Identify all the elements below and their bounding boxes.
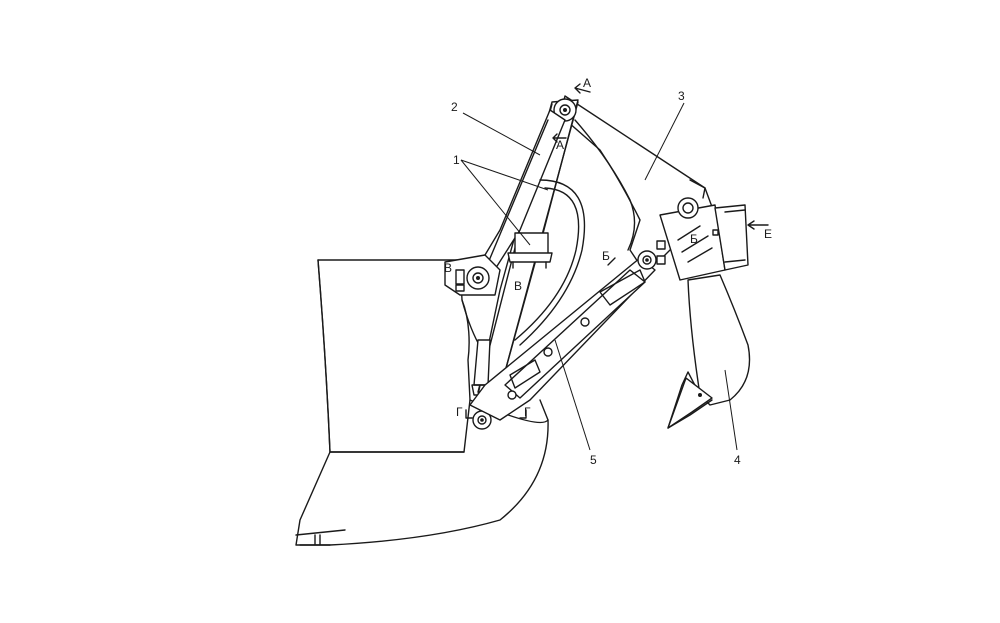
mark-b: Б	[602, 249, 610, 263]
mark-g-right: Г	[524, 405, 531, 419]
clamp-block	[507, 232, 553, 269]
diagonal-beam	[469, 257, 656, 421]
callout-5: 5	[590, 453, 597, 467]
callout-2: 2	[451, 100, 458, 114]
mark-e: Е	[764, 227, 772, 241]
section-marks: А А Б Б В В Г Г Е	[444, 76, 772, 419]
left-pivot-bracket	[444, 254, 501, 296]
mark-b-right: Б	[690, 232, 698, 246]
callout-numbers: 1 2 3 4 5	[451, 89, 741, 467]
mark-a-mid: А	[556, 138, 564, 152]
callout-3: 3	[678, 89, 685, 103]
hydraulic-hose	[514, 179, 586, 346]
callout-4: 4	[734, 453, 741, 467]
mark-v-left: В	[444, 261, 452, 275]
ripper-shank	[667, 274, 751, 429]
section-arrows	[465, 83, 769, 419]
right-pivot	[637, 250, 657, 270]
shank-mount	[656, 197, 749, 281]
mark-a-top: А	[583, 76, 591, 90]
mark-g-left: Г	[456, 405, 463, 419]
callout-1: 1	[453, 153, 460, 167]
callout-leaders	[460, 102, 738, 451]
mark-v-right: В	[514, 279, 522, 293]
